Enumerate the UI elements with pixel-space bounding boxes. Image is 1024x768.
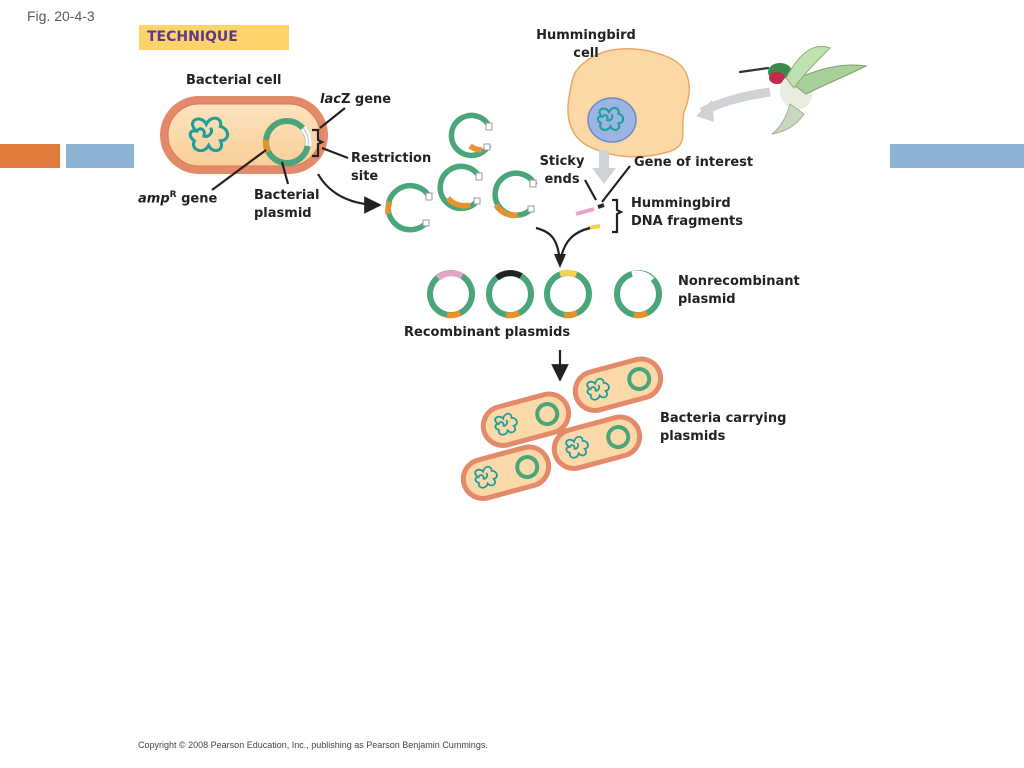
label-amp-sup: R <box>169 190 177 200</box>
cut-plasmid-2 <box>437 163 483 212</box>
label-plasmid-line2: plasmid <box>254 206 312 221</box>
gene-pointer <box>601 165 631 203</box>
label-sticky-line2: ends <box>544 172 580 187</box>
cut-plasmid-ends <box>422 122 537 227</box>
hummingbird-icon <box>738 46 868 135</box>
technique-banner: TECHNIQUE <box>139 25 289 50</box>
recombinant-plasmid-1 <box>427 270 475 319</box>
nonrecombinant-plasmid <box>614 270 662 319</box>
cut-plasmid-4 <box>385 183 433 233</box>
label-nonrec-line1: Nonrecombinant <box>678 274 800 289</box>
label-bacterial-plasmid: Bacterial plasmid <box>254 187 320 223</box>
cut-plasmid-1 <box>448 112 493 159</box>
dna-fragments <box>575 203 605 230</box>
bacterium-2 <box>572 356 664 413</box>
label-amp-italic: amp <box>138 191 170 207</box>
sticky-ends-pointer <box>584 179 597 201</box>
label-hcell-line1: Hummingbird <box>536 28 636 43</box>
amp-pointer <box>211 149 267 191</box>
decor-bar-blue-right <box>890 144 1024 168</box>
bacterium-3 <box>551 414 643 471</box>
label-sticky-ends: Sticky ends <box>538 153 586 189</box>
label-recombinant-plasmids: Recombinant plasmids <box>404 325 571 340</box>
recombinant-plasmids <box>427 269 662 319</box>
label-frag-line2: DNA fragments <box>631 214 743 229</box>
label-frag-line1: Hummingbird <box>631 196 731 211</box>
label-hcell-line2: cell <box>573 46 599 61</box>
label-bact-line2: plasmids <box>660 429 726 444</box>
label-lacz-italic: lac <box>320 92 341 107</box>
lacz-bracket <box>312 128 325 158</box>
label-bact-line1: Bacteria carrying <box>660 411 787 426</box>
label-restriction-site: Restriction site <box>351 150 431 186</box>
label-dna-fragments: Hummingbird DNA fragments <box>631 195 743 231</box>
bacterium-4 <box>460 444 552 501</box>
label-hummingbird-cell: Hummingbird cell <box>536 27 636 63</box>
label-restriction-line2: site <box>351 169 379 184</box>
fragments-bracket <box>612 198 624 234</box>
label-amp-rest: gene <box>176 191 218 207</box>
label-bacteria-carrying: Bacteria carrying plasmids <box>660 410 786 446</box>
recombinant-plasmid-3 <box>544 269 592 319</box>
label-bacterial-cell: Bacterial cell <box>186 73 282 88</box>
plasmid-pointer <box>280 161 290 185</box>
label-amp-gene: ampR gene <box>138 186 217 208</box>
copyright-notice: Copyright © 2008 Pearson Education, Inc.… <box>138 740 488 750</box>
label-gene-of-interest: Gene of interest <box>634 155 754 170</box>
label-sticky-line1: Sticky <box>539 154 585 169</box>
figure-number: Fig. 20-4-3 <box>27 8 95 24</box>
label-lacz-gene: lacZ gene <box>320 91 391 109</box>
label-nonrec-line2: plasmid <box>678 292 736 307</box>
recombinant-plasmid-2 <box>486 270 534 319</box>
label-lacz-rest: Z gene <box>340 92 392 107</box>
bacterial-cell <box>160 96 328 174</box>
cut-plasmids <box>385 112 538 233</box>
cut-plasmid-3 <box>492 170 538 219</box>
label-plasmid-line1: Bacterial <box>254 188 320 203</box>
decor-bar-orange <box>0 144 60 168</box>
nucleus <box>587 97 637 143</box>
lacz-pointer <box>319 107 346 129</box>
hummingbird-cell <box>567 48 690 158</box>
restriction-pointer <box>321 146 349 160</box>
label-nonrecombinant: Nonrecombinant plasmid <box>678 273 800 309</box>
bacterium-1 <box>480 391 572 448</box>
cut-arrow <box>317 173 382 214</box>
bacteria-carrying-plasmids <box>460 356 664 501</box>
label-restriction-line1: Restriction <box>351 151 432 166</box>
decor-bar-blue-left <box>66 144 134 168</box>
